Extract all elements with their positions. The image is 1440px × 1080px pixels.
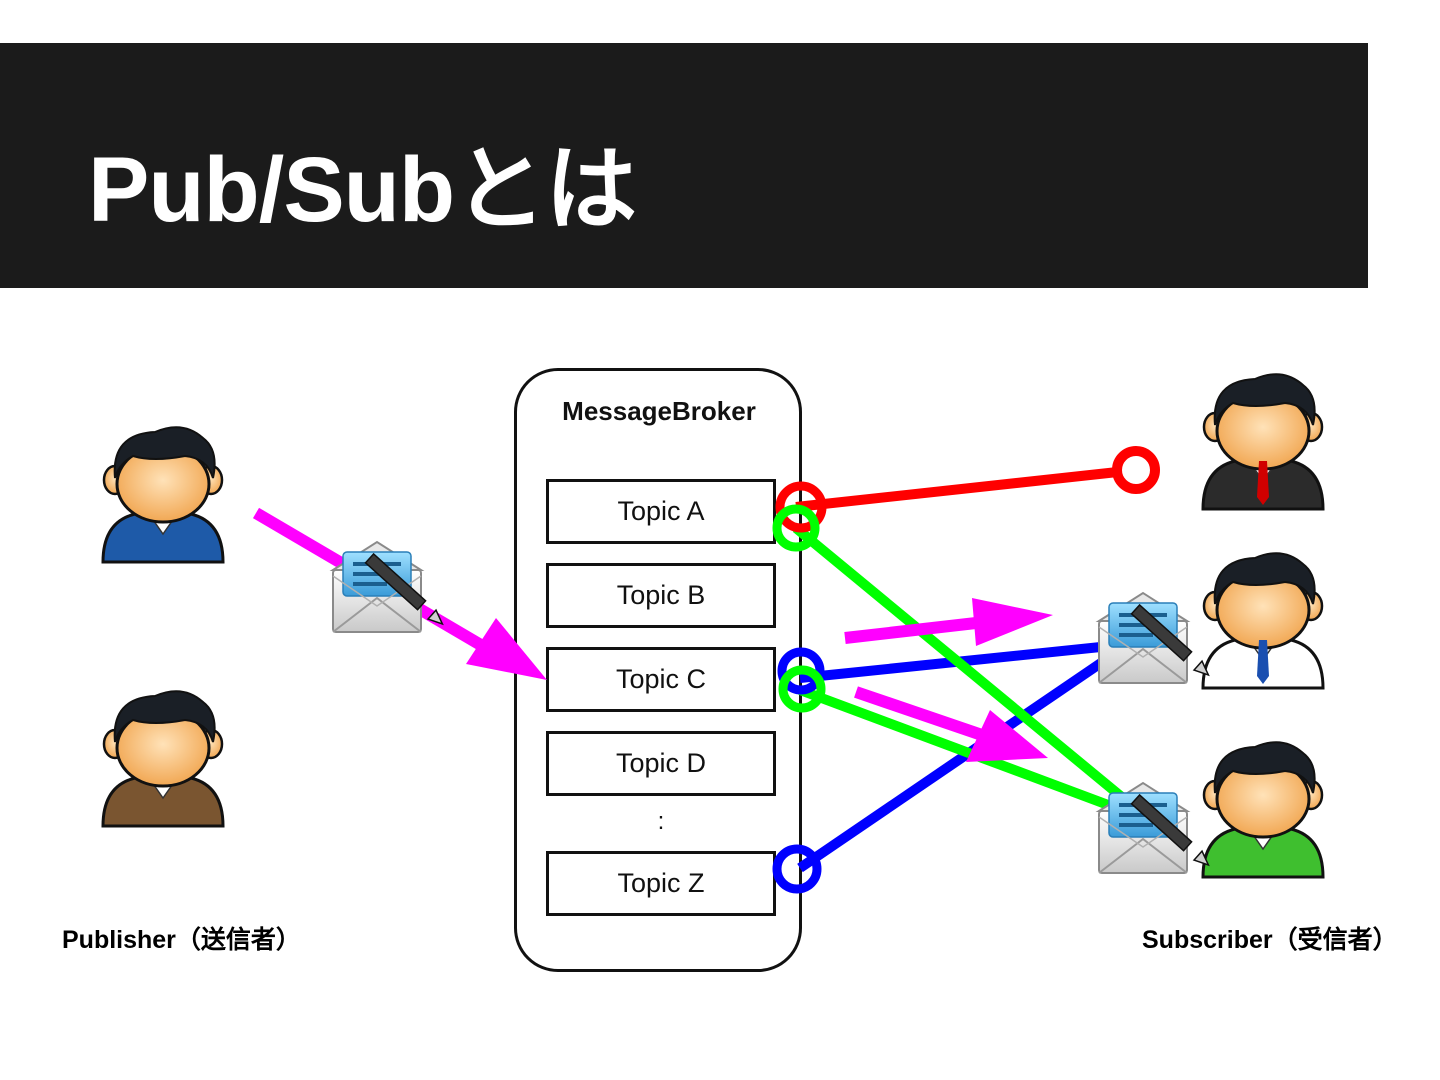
- subscriber-2-person-icon: [1201, 551, 1325, 690]
- page-title: Pub/Subとは: [88, 139, 637, 241]
- topic-z-box: Topic Z: [546, 851, 776, 916]
- subscriber-port-a: [1112, 446, 1160, 494]
- mail-compose-icon: [1097, 781, 1215, 875]
- topic-c-port-blue: [777, 647, 825, 695]
- broker-title: MessageBroker: [562, 396, 756, 426]
- topic-a-link: [795, 465, 1137, 512]
- subscriber-3-person-icon: [1201, 740, 1325, 879]
- topic-label: Topic Z: [617, 868, 705, 898]
- topic-d-box: Topic D: [546, 731, 776, 796]
- subscriber-1-person-icon: [1201, 372, 1325, 511]
- deliver-arrow-1: [844, 598, 1053, 646]
- topic-z-link: [797, 645, 1123, 873]
- topic-label: Topic D: [615, 748, 707, 778]
- topic-b-box: Topic B: [546, 563, 776, 628]
- subscriber-label: Subscriber（受信者）: [1142, 926, 1398, 954]
- publisher-label: Publisher（送信者）: [62, 926, 301, 954]
- publisher-1-person-icon: [101, 425, 225, 564]
- mail-compose-icon: [1097, 591, 1215, 685]
- topic-a-box: Topic A: [546, 479, 776, 544]
- topic-label: Topic A: [617, 496, 705, 526]
- topic-a-port-green: [772, 504, 820, 552]
- topic-label: Topic C: [615, 664, 707, 694]
- topic-c-box: Topic C: [546, 647, 776, 712]
- topic-c-link-green: [798, 685, 1137, 820]
- topic-z-port-blue: [772, 844, 822, 894]
- topics-ellipsis: :: [657, 808, 665, 835]
- publisher-2-person-icon: [101, 689, 225, 828]
- topic-label: Topic B: [616, 580, 706, 610]
- topic-a-link-green: [792, 524, 1139, 812]
- topic-a-port-red: [775, 481, 827, 533]
- deliver-arrow-2: [854, 686, 1048, 762]
- topic-c-port-green: [778, 665, 826, 713]
- title-bar: [0, 43, 1368, 288]
- mail-compose-icon: [331, 540, 449, 634]
